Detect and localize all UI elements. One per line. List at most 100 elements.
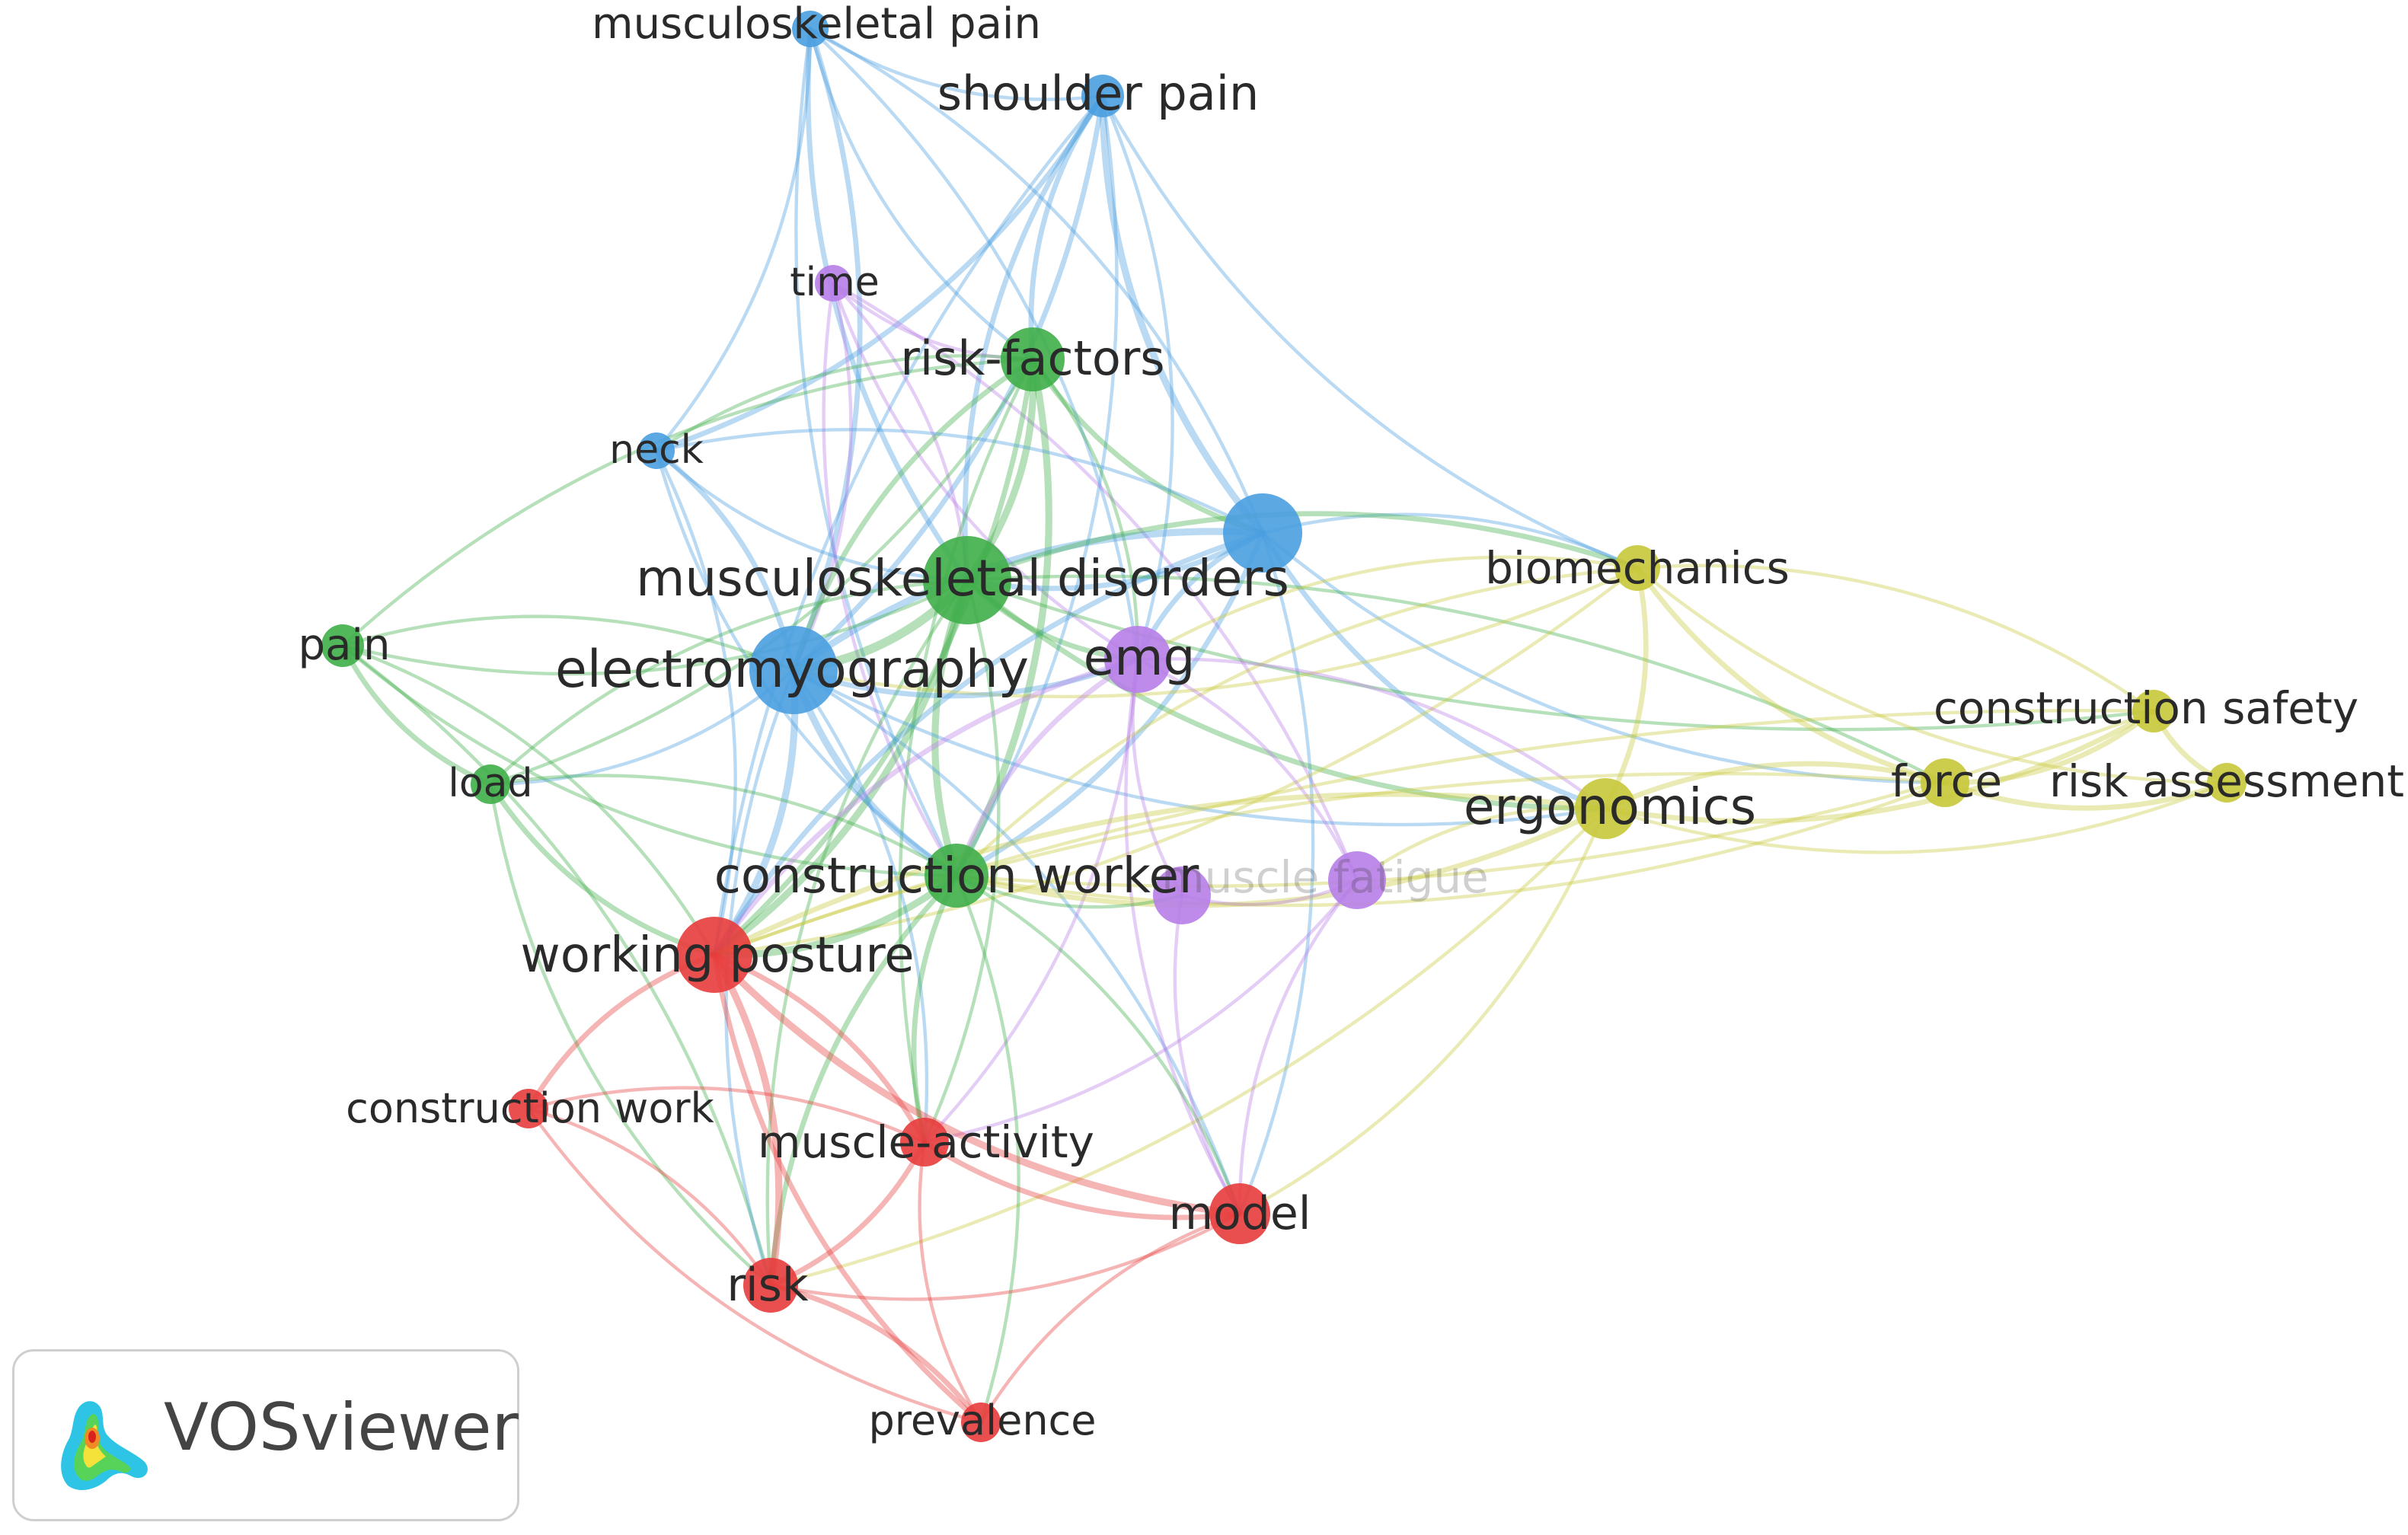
label-musculoskeletal-disorders[interactable]: musculoskeletal disorders xyxy=(636,549,1289,608)
node-ergonomics[interactable] xyxy=(1575,778,1636,839)
node-construction-safety[interactable] xyxy=(2132,690,2175,732)
link-musculoskeletal-pain-blue-hub xyxy=(808,27,1265,535)
label-construction-safety[interactable]: construction safety xyxy=(1934,682,2358,734)
link-shoulder-pain-electromyography xyxy=(790,93,1106,673)
link-biomechanics-construction-safety xyxy=(1635,563,2156,713)
node-risk-assessment[interactable] xyxy=(2207,763,2247,803)
label-time[interactable]: time xyxy=(790,260,879,305)
node-emg[interactable] xyxy=(1104,626,1171,693)
node-muscle-activity[interactable] xyxy=(900,1118,949,1166)
link-time-emg xyxy=(831,281,1140,662)
link-ergonomics-working-posture xyxy=(711,791,1608,958)
label-muscle-activity[interactable]: muscle-activity xyxy=(758,1116,1094,1168)
link-musculoskeletal-disorders-working-posture xyxy=(711,576,971,959)
label-risk-assessment[interactable]: risk assessment xyxy=(2049,755,2404,807)
label-load[interactable]: load xyxy=(448,761,532,806)
link-shoulder-pain-emg xyxy=(1100,94,1174,662)
link-risk-factors-emg xyxy=(1030,357,1140,662)
link-musculoskeletal-pain-shoulder-pain xyxy=(808,27,1105,101)
label-shoulder-pain[interactable]: shoulder pain xyxy=(937,65,1260,121)
link-force-working-posture xyxy=(712,771,1947,957)
label-construction-worker[interactable]: construction worker xyxy=(714,848,1199,905)
link-pain-risk xyxy=(340,643,773,1288)
vosviewer-heatmap-icon xyxy=(61,1401,148,1491)
link-ergonomics-risk-assessment xyxy=(1603,780,2229,854)
node-purple-node-2[interactable] xyxy=(1153,866,1211,924)
link-musculoskeletal-disorders-ergonomics xyxy=(964,577,1608,812)
link-working-posture-model xyxy=(711,951,1244,1217)
node-pain[interactable] xyxy=(321,624,364,667)
label-emg[interactable]: emg xyxy=(1084,628,1196,687)
node-construction-work[interactable] xyxy=(509,1089,548,1128)
label-prevalence[interactable]: prevalence xyxy=(869,1396,1097,1444)
link-musculoskeletal-pain-neck xyxy=(654,27,813,453)
link-muscle-activity-model xyxy=(921,1139,1243,1221)
label-risk-factors[interactable]: risk-factors xyxy=(900,330,1164,386)
label-force[interactable]: force xyxy=(1891,755,2002,807)
label-model[interactable]: model xyxy=(1169,1187,1311,1240)
label-electromyography[interactable]: electromyography xyxy=(555,640,1029,700)
vosviewer-logo: VOSviewer xyxy=(12,1349,519,1521)
link-blue-hub-construction-worker xyxy=(953,530,1266,879)
link-musculoskeletal-disorders-biomechanics xyxy=(964,511,1640,583)
link-pain-load xyxy=(340,643,493,787)
node-load[interactable] xyxy=(471,764,510,804)
label-muscle-fatigue[interactable]: muscle fatigue xyxy=(1161,851,1489,903)
node-time[interactable] xyxy=(815,265,851,302)
link-blue-hub-model xyxy=(1238,531,1315,1216)
node-risk-factors[interactable] xyxy=(1001,327,1065,391)
link-shoulder-pain-working-posture xyxy=(712,94,1105,957)
link-shoulder-pain-construction-worker xyxy=(954,94,1119,878)
node-risk[interactable] xyxy=(743,1258,798,1313)
link-electromyography-muscle-activity xyxy=(791,668,929,1144)
label-risk[interactable]: risk xyxy=(727,1259,809,1312)
node-construction-worker[interactable] xyxy=(925,844,988,908)
node-force[interactable] xyxy=(1921,758,1969,807)
label-ergonomics[interactable]: ergonomics xyxy=(1464,777,1756,836)
link-shoulder-pain-blue-hub xyxy=(1099,92,1266,537)
label-musculoskeletal-pain[interactable]: musculoskeletal pain xyxy=(592,0,1041,49)
link-construction-work-prevalence xyxy=(526,1106,983,1425)
node-musculoskeletal-pain[interactable] xyxy=(792,11,829,47)
label-biomechanics[interactable]: biomechanics xyxy=(1485,542,1790,594)
link-electromyography-emg xyxy=(790,656,1141,699)
node-biomechanics[interactable] xyxy=(1614,545,1660,591)
link-muscle-activity-risk xyxy=(768,1139,928,1288)
node-model[interactable] xyxy=(1209,1183,1270,1244)
link-construction-worker-model xyxy=(954,873,1242,1216)
node-musculoskeletal-disorders[interactable] xyxy=(923,536,1011,624)
link-neck-blue-hub xyxy=(654,427,1265,535)
label-working-posture[interactable]: working posture xyxy=(520,927,914,984)
link-model-prevalence xyxy=(979,1211,1242,1425)
link-neck-working-posture xyxy=(654,448,737,957)
node-shoulder-pain[interactable] xyxy=(1081,75,1124,117)
link-musculoskeletal-pain-musculoskeletal-disorders xyxy=(805,26,970,583)
label-neck[interactable]: neck xyxy=(609,427,704,473)
node-muscle-fatigue[interactable] xyxy=(1328,851,1386,909)
node-electromyography[interactable] xyxy=(749,626,838,714)
label-construction-work[interactable]: construction work xyxy=(346,1084,714,1132)
link-musculoskeletal-disorders-pain xyxy=(340,578,969,676)
link-muscle-fatigue-muscle-activity xyxy=(922,878,1359,1144)
label-pain[interactable]: pain xyxy=(299,621,391,670)
node-neck[interactable] xyxy=(638,432,675,469)
link-force-risk-assessment xyxy=(1942,780,2230,811)
node-blue-hub[interactable] xyxy=(1223,493,1302,573)
link-electromyography-load xyxy=(488,668,796,787)
link-biomechanics-risk-assessment xyxy=(1635,566,2229,785)
link-ergonomics-model xyxy=(1238,806,1608,1216)
link-load-construction-worker xyxy=(488,774,959,878)
link-musculoskeletal-pain-electromyography xyxy=(790,26,863,673)
link-load-risk xyxy=(488,782,773,1288)
link-blue-hub-biomechanics xyxy=(1260,512,1640,570)
link-emg-muscle-activity xyxy=(922,657,1140,1144)
link-time-muscle-fatigue xyxy=(831,281,1359,882)
link-risk-factors-working-posture xyxy=(711,356,1036,958)
node-working-posture[interactable] xyxy=(676,917,752,993)
links-layer xyxy=(340,26,2230,1425)
node-prevalence[interactable] xyxy=(961,1403,1001,1442)
link-emg-working-posture xyxy=(711,656,1141,958)
link-musculoskeletal-pain-risk-factors xyxy=(808,27,1035,362)
link-biomechanics-force xyxy=(1634,565,1948,786)
link-construction-safety-construction-worker xyxy=(954,709,2156,889)
